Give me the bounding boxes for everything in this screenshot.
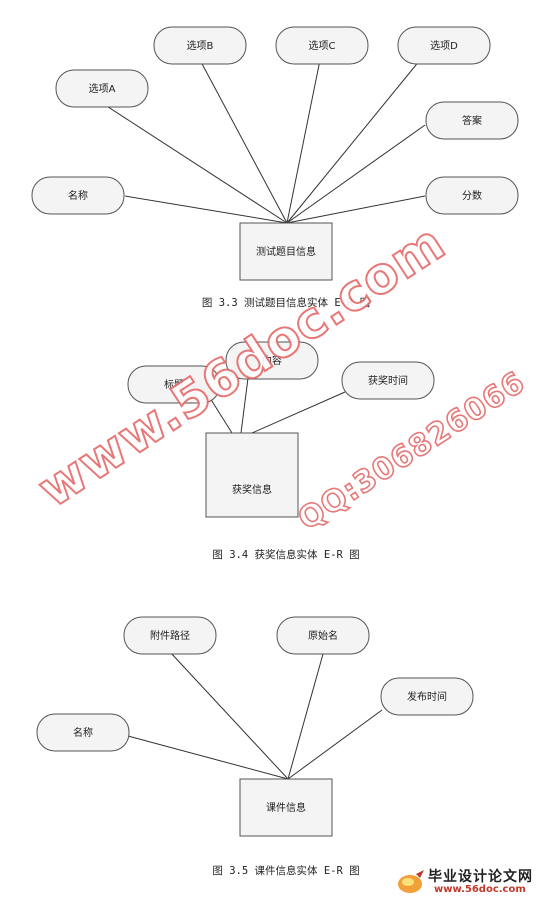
attr-d3-origname-label: 原始名 xyxy=(308,629,338,642)
attr-d3-name xyxy=(36,713,130,752)
attr-d1-name-label: 名称 xyxy=(68,189,88,202)
entity-d1-label: 测试题目信息 xyxy=(256,245,316,258)
caption-d3: 图 3.5 课件信息实体 E-R 图 xyxy=(212,864,359,877)
edge-d2-title xyxy=(209,397,233,434)
attr-d1-name xyxy=(31,176,125,215)
attr-d1-b-label: 选项B xyxy=(187,39,214,52)
edge-d3-time xyxy=(287,709,383,780)
attr-d1-a xyxy=(55,69,149,108)
attr-d3-name-label: 名称 xyxy=(73,726,93,739)
edge-d3-path xyxy=(169,651,289,780)
attr-d3-path xyxy=(123,616,217,655)
attr-d1-c-label: 选项C xyxy=(309,39,336,52)
attr-d1-c xyxy=(275,26,369,65)
attr-d2-title xyxy=(127,365,221,404)
edge-d3-name xyxy=(127,735,289,780)
attr-d1-answer xyxy=(425,101,519,140)
attr-d3-time-label: 发布时间 xyxy=(407,690,447,703)
attr-d1-score xyxy=(425,176,519,215)
edge-d1-name xyxy=(124,195,288,224)
entity-d1-box xyxy=(239,222,333,281)
attr-d1-b xyxy=(153,26,247,65)
edge-d1-score xyxy=(286,195,426,224)
edge-d1-d xyxy=(286,59,421,224)
entity-d2-label: 获奖信息 xyxy=(232,483,272,496)
caption-d1: 图 3.3 测试题目信息实体 E-R 图 xyxy=(202,296,370,309)
attr-d3-origname xyxy=(276,616,370,655)
edge-d2-content xyxy=(240,377,249,434)
entity-d2-box xyxy=(205,432,299,518)
attr-d2-time xyxy=(341,361,435,400)
attr-d3-time xyxy=(380,677,474,716)
logo-url: www.56doc.com xyxy=(434,884,526,895)
attr-d1-a-label: 选项A xyxy=(89,82,116,95)
edge-d3-origname xyxy=(287,653,324,780)
edge-d2-time xyxy=(251,391,346,434)
logo-title: 毕业设计论文网 xyxy=(428,869,533,885)
entity-d3-box xyxy=(239,778,333,837)
attr-d1-score-label: 分数 xyxy=(462,189,482,202)
edge-d1-c xyxy=(286,59,321,224)
attr-d1-d-label: 选项D xyxy=(430,39,458,52)
attr-d2-time-label: 获奖时间 xyxy=(368,374,408,387)
logo-icon xyxy=(398,870,424,893)
edge-d1-a xyxy=(101,102,288,224)
edge-d1-answer xyxy=(286,124,426,224)
attr-d2-content-label: 内容 xyxy=(262,354,282,367)
attr-d2-title-label: 标题 xyxy=(164,379,184,391)
site-logo: 毕业设计论文网 www.56doc.com xyxy=(394,864,554,899)
attr-d1-d xyxy=(397,26,491,65)
attr-d1-answer-label: 答案 xyxy=(462,114,482,127)
attr-d3-path-label: 附件路径 xyxy=(150,629,190,642)
attr-d2-content xyxy=(225,341,319,380)
caption-d2: 图 3.4 获奖信息实体 E-R 图 xyxy=(212,548,359,561)
entity-d3-label: 课件信息 xyxy=(266,801,306,814)
edge-d1-b xyxy=(199,59,288,224)
